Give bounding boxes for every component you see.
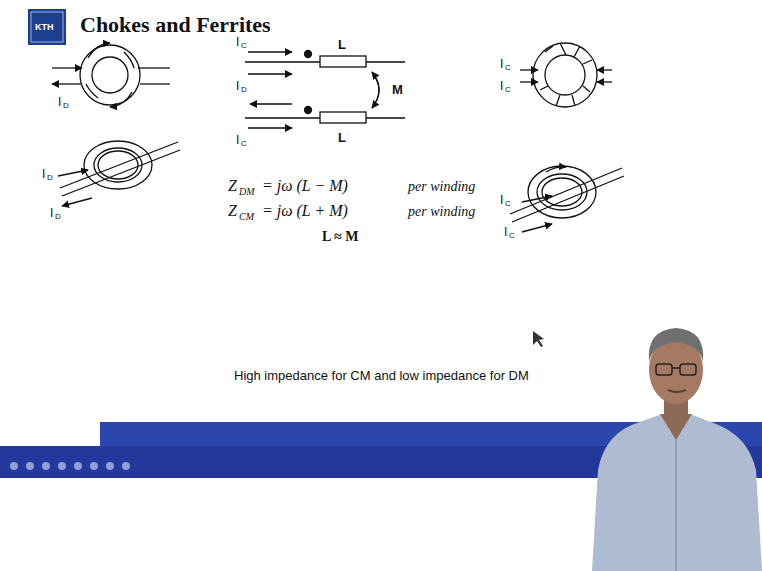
current-subscript: C [241,140,247,148]
equation-subscript: CM [239,212,254,222]
equation-symbol: Z [228,203,237,219]
current-label: I [42,168,45,180]
slide-title: Chokes and Ferrites [80,14,271,36]
equation-text: = jω (L − M) [262,178,348,194]
logo-text: KTH [35,23,54,32]
cm-toroid [520,43,612,107]
mouse-cursor [533,331,544,347]
dm-ferrite [58,141,180,206]
toolbar-icons [10,462,130,470]
current-subscript: D [55,213,61,221]
current-subscript: C [509,232,515,240]
current-subscript: D [47,174,53,182]
equation-subscript: DM [239,187,255,197]
slide-caption: High impedance for CM and low impedance … [234,369,529,382]
approximation-note: L ≈ M [322,230,358,244]
current-subscript: D [63,102,69,110]
dm-toroid [52,43,170,107]
mutual-label: M [392,83,403,96]
equation-note: per winding [408,180,475,194]
current-subscript: C [505,200,511,208]
current-label: I [500,194,503,206]
cm-ferrite [510,166,624,232]
equation-symbol: Z [228,178,237,194]
current-subscript: D [241,86,247,94]
equation-text: = jω (L + M) [262,203,348,219]
current-label: I [236,134,239,146]
current-subscript: C [505,86,511,94]
current-label: I [236,80,239,92]
current-subscript: C [505,64,511,72]
current-label: I [236,36,239,48]
current-label: I [500,80,503,92]
presenter [592,328,762,571]
inductance-label: L [338,131,346,144]
current-label: I [504,226,507,238]
current-label: I [50,207,53,219]
kth-logo [28,9,66,45]
current-subscript: C [241,42,247,50]
inductance-label: L [338,38,346,51]
current-label: I [58,96,61,108]
equation-note: per winding [408,205,475,219]
current-label: I [500,58,503,70]
coupled-inductors [245,51,405,129]
